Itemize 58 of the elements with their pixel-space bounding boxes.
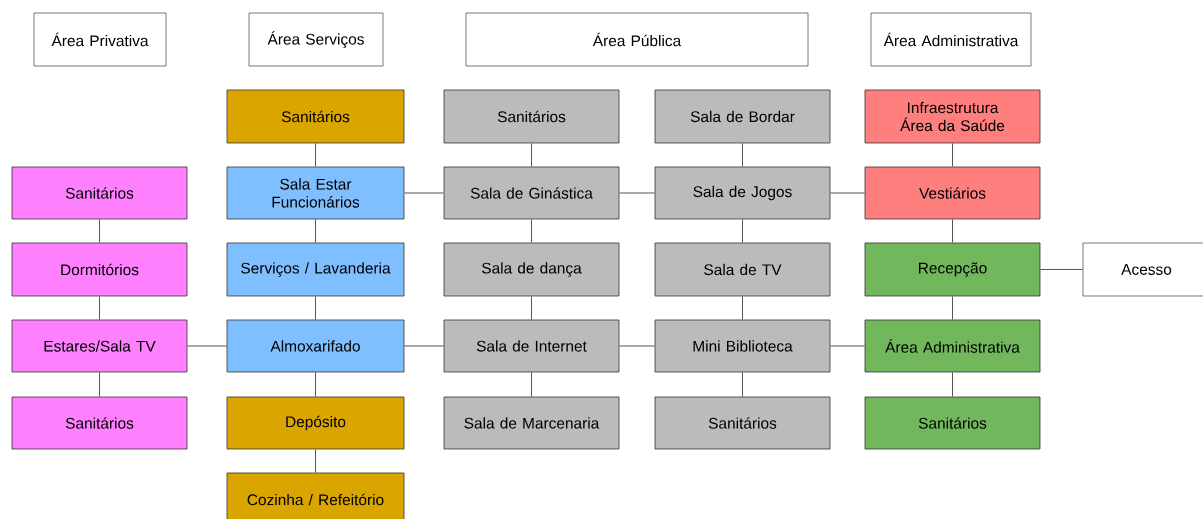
room-box: Estares/Sala TV <box>11 319 188 373</box>
room-box: Sanitários <box>864 396 1041 450</box>
room-box: Sanitários <box>226 89 405 144</box>
room-box: Sala Estar Funcionários <box>226 166 405 220</box>
room-box: Área Administrativa <box>864 319 1041 373</box>
connector-line <box>829 345 866 347</box>
room-box: Sanitários <box>11 166 188 220</box>
room-box: Sala de Bordar <box>654 89 831 144</box>
room-box: Acesso <box>1082 242 1203 297</box>
header-box: Área Privativa <box>33 12 167 67</box>
room-box: Sala de dança <box>443 242 620 297</box>
connector-line <box>742 371 743 398</box>
room-box: Recepção <box>864 242 1041 297</box>
header-box: Área Serviços <box>248 12 384 67</box>
connector-line <box>315 142 316 168</box>
connector-line <box>99 371 100 398</box>
connector-line <box>952 295 953 321</box>
connector-line <box>952 218 953 244</box>
room-box: Cozinha / Refeitório <box>226 472 405 519</box>
room-box: Serviços / Lavanderia <box>226 242 405 297</box>
room-box: Sala de Jogos <box>654 166 831 220</box>
room-box: Vestiários <box>864 166 1041 220</box>
connector-line <box>829 192 866 194</box>
connector-line <box>315 218 316 244</box>
connector-line <box>186 345 228 347</box>
connector-line <box>315 371 316 398</box>
connector-line <box>1039 269 1084 270</box>
connector-line <box>952 371 953 398</box>
connector-line <box>531 371 532 398</box>
room-box: Dormitórios <box>11 242 188 297</box>
room-box: Sanitários <box>443 89 620 144</box>
connector-line <box>315 448 316 474</box>
connector-line <box>618 192 656 194</box>
connector-line <box>99 218 100 244</box>
room-box: Sanitários <box>11 396 188 450</box>
room-box: Almoxarifado <box>226 319 405 373</box>
header-box: Área Pública <box>465 12 809 67</box>
room-box: Sala de Ginástica <box>443 166 620 220</box>
room-box: Sanitários <box>654 396 831 450</box>
room-box: Sala de Internet <box>443 319 620 373</box>
room-box: Mini Biblioteca <box>654 319 831 373</box>
connector-line <box>531 218 532 244</box>
connector-line <box>531 295 532 321</box>
connector-line <box>742 142 743 168</box>
connector-line <box>99 295 100 321</box>
connector-line <box>403 192 445 194</box>
connector-line <box>315 295 316 321</box>
connector-line <box>618 345 656 347</box>
connector-line <box>952 142 953 168</box>
room-box: Sala de TV <box>654 242 831 297</box>
room-box: Infraestrutura Área da Saúde <box>864 89 1041 144</box>
room-box: Depósito <box>226 396 405 450</box>
connector-line <box>742 218 743 244</box>
connector-line <box>403 345 445 347</box>
header-box: Área Administrativa <box>870 12 1032 67</box>
connector-line <box>742 295 743 321</box>
room-box: Sala de Marcenaria <box>443 396 620 450</box>
connector-line <box>531 142 532 168</box>
